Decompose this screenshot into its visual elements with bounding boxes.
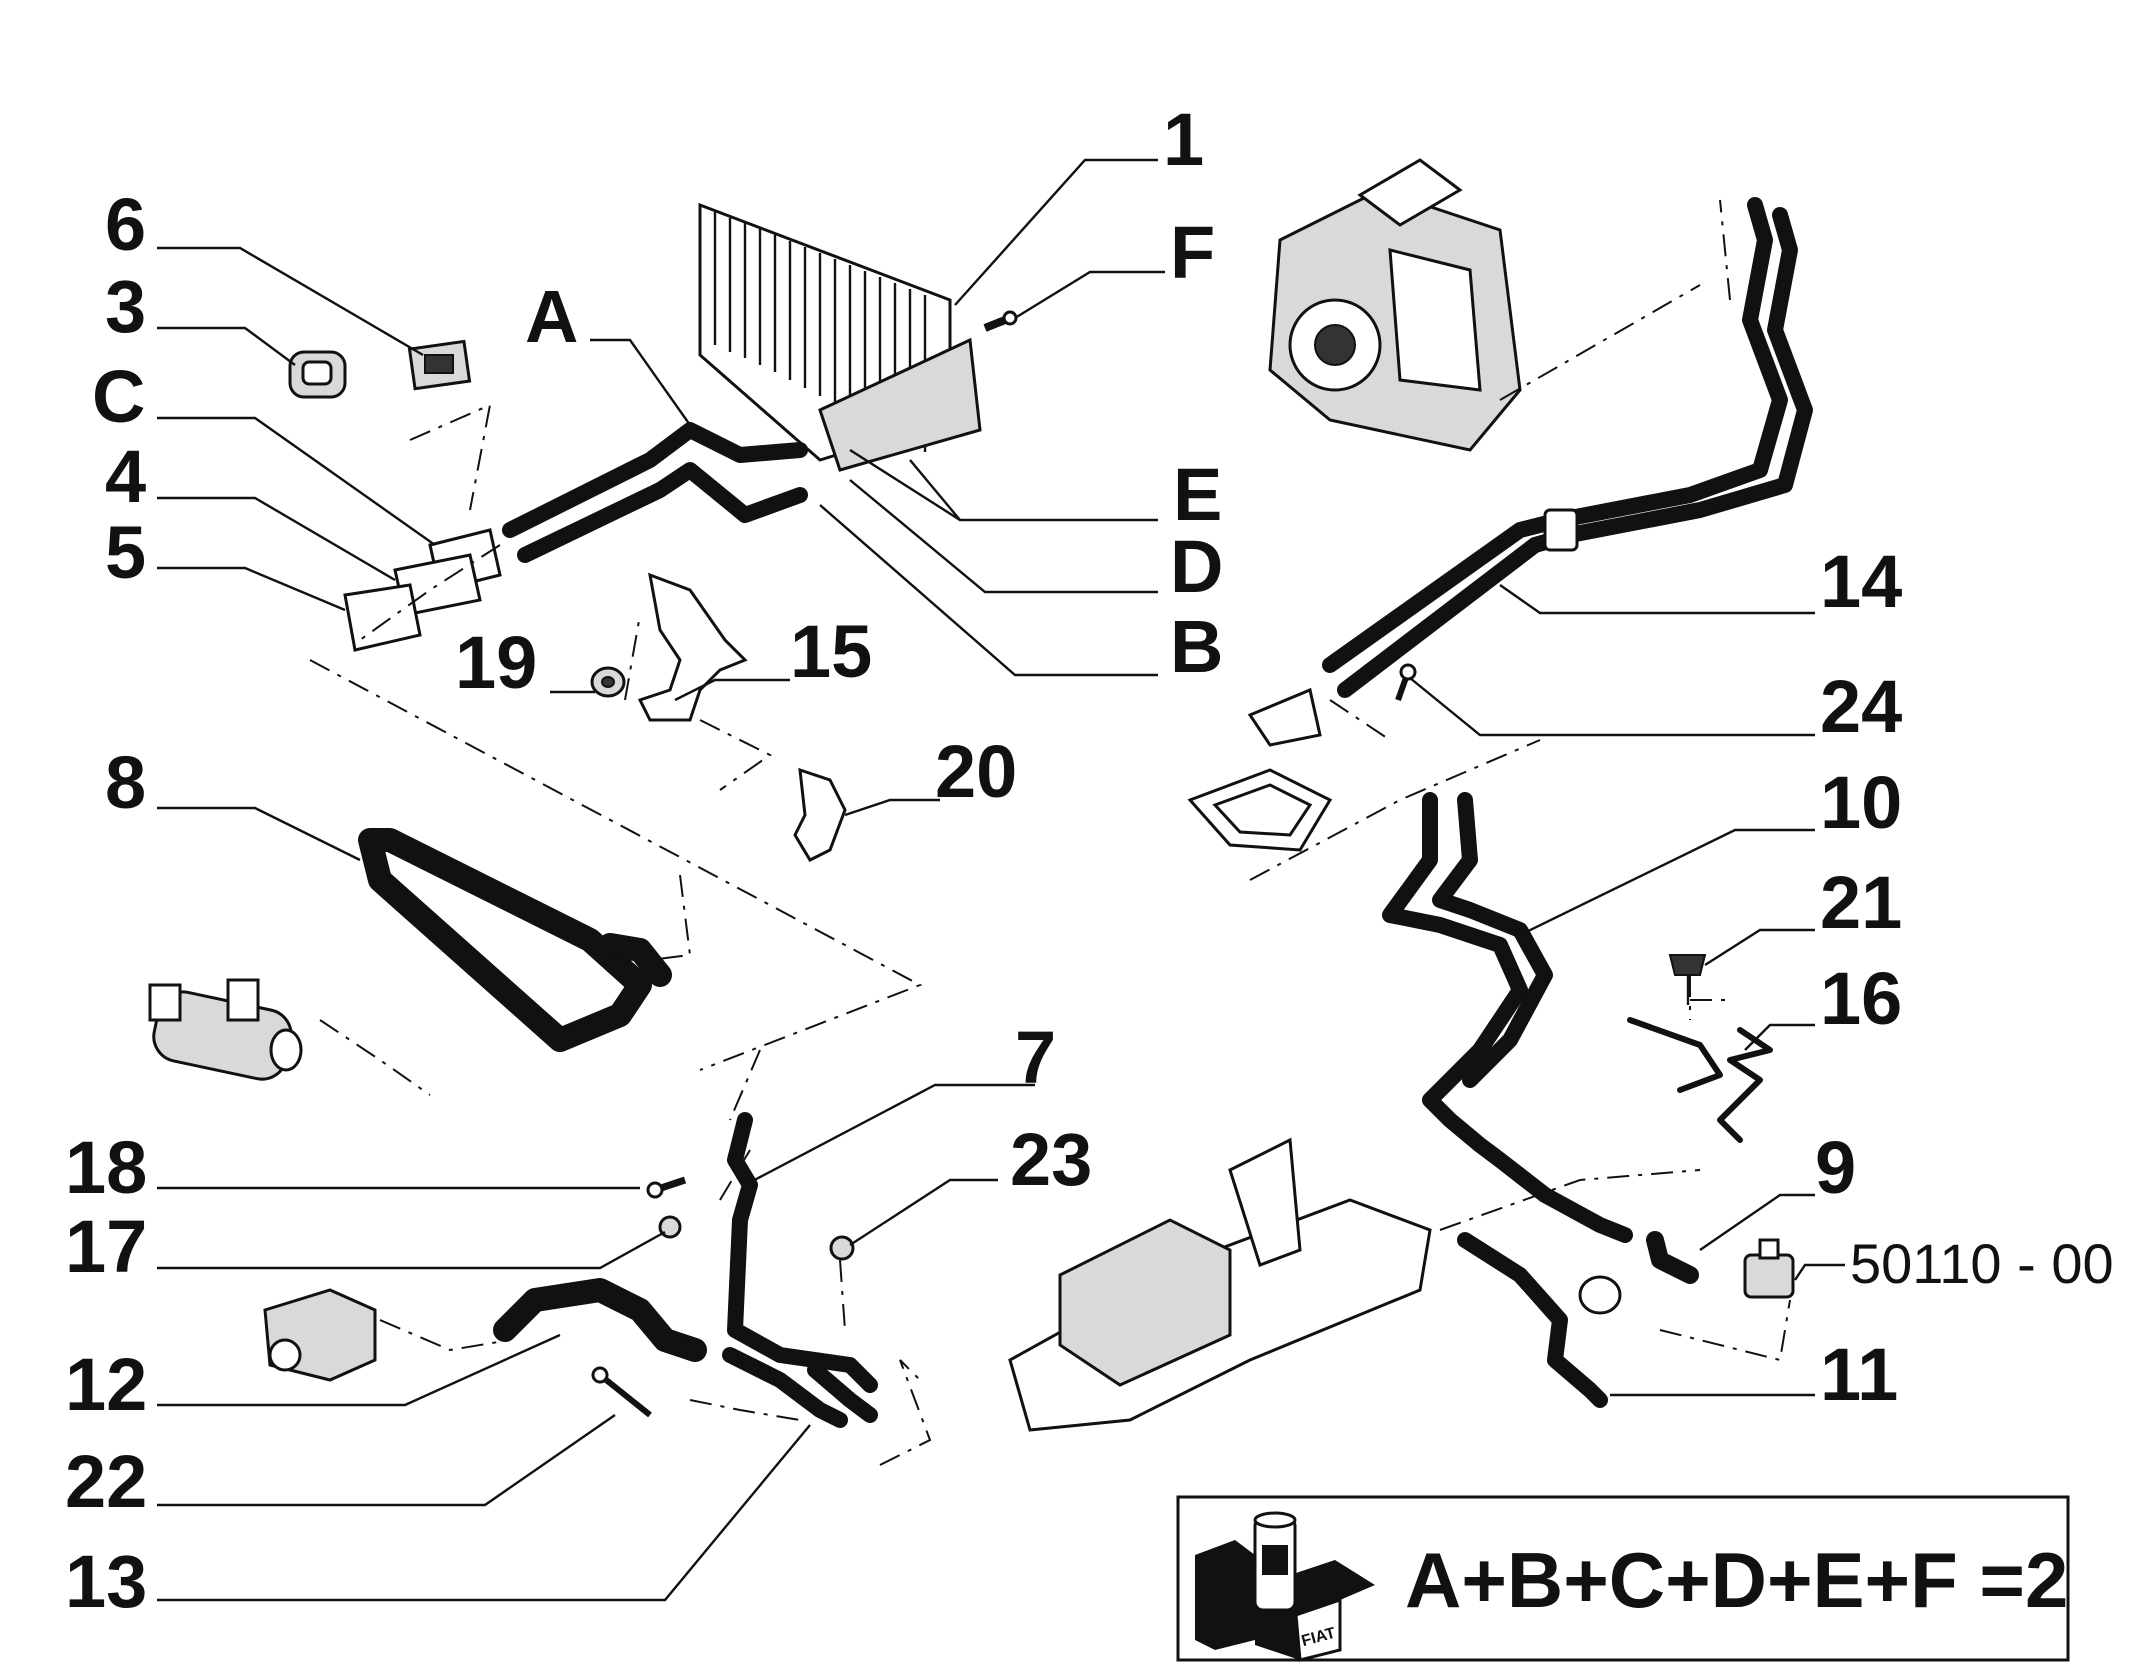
assembly-dash-lines — [309, 199, 1791, 1466]
diagram-code: 50110 - 00 — [1850, 1232, 2114, 1295]
pipe-7-drawing — [727, 1112, 878, 1393]
callout-c: C — [92, 355, 145, 438]
callout-21: 21 — [1820, 861, 1902, 944]
pump-drawing — [148, 978, 303, 1081]
fiat-parts-logo: FIAT — [1195, 1511, 1375, 1662]
callout-a: A — [525, 275, 578, 358]
callout-11: 11 — [1820, 1333, 1898, 1416]
callout-1: 1 — [1163, 98, 1204, 181]
callout-13: 13 — [65, 1540, 147, 1623]
callout-12: 12 — [65, 1343, 147, 1426]
mounting-plate-drawing — [1187, 768, 1333, 852]
pipe-10-drawing — [1382, 792, 1633, 1243]
hose-9-drawing — [1578, 1231, 1699, 1315]
nut-23-drawing — [829, 1235, 855, 1261]
bracket-16-drawing — [1627, 1017, 1773, 1143]
callout-20: 20 — [935, 730, 1017, 813]
callout-22: 22 — [65, 1440, 147, 1523]
screw-24-drawing — [1395, 663, 1417, 702]
callout-10: 10 — [1820, 761, 1902, 844]
grommet-3-drawing — [288, 350, 347, 399]
heater-radiator-drawing — [698, 202, 1011, 472]
hose-11-drawing — [1457, 1232, 1608, 1408]
screw-18-drawing — [646, 1176, 687, 1199]
callout-b: B — [1170, 605, 1223, 688]
control-valve-drawing — [1743, 1238, 1795, 1299]
bracket-15-drawing — [637, 572, 748, 722]
callout-f: F — [1170, 211, 1215, 294]
valve-21-drawing — [1668, 954, 1707, 1005]
thermostat-housing-drawing — [263, 1288, 377, 1382]
callout-19: 19 — [455, 621, 537, 704]
leader-lines — [157, 158, 1845, 1602]
hose-8-drawing — [358, 828, 672, 1052]
hose-12-drawing — [493, 1278, 707, 1362]
callout-16: 16 — [1820, 957, 1902, 1040]
callout-labels: 1 F 6 3 A C 4 5 E D B 14 19 15 24 20 8 1… — [65, 98, 2114, 1623]
callout-14: 14 — [1820, 540, 1902, 623]
grommet-19-drawing — [590, 666, 626, 698]
callout-e: E — [1173, 453, 1222, 536]
screw-f-drawing — [983, 310, 1018, 332]
callout-d: D — [1170, 525, 1223, 608]
callout-15: 15 — [790, 610, 872, 693]
pipes-a-b-drawing — [502, 422, 808, 563]
callout-6: 6 — [105, 183, 146, 266]
callout-8: 8 — [105, 741, 146, 824]
callout-23: 23 — [1010, 1118, 1092, 1201]
callout-9: 9 — [1815, 1126, 1856, 1209]
callout-3: 3 — [105, 265, 146, 348]
clamp-20-drawing — [793, 767, 847, 862]
hvac-unit-drawing — [1268, 158, 1522, 452]
callout-24: 24 — [1820, 665, 1902, 748]
callout-18: 18 — [65, 1126, 147, 1209]
callout-5: 5 — [105, 511, 146, 594]
clip-6-drawing — [407, 339, 472, 391]
formula-text: A+B+C+D+E+F =2 — [1405, 1536, 2068, 1624]
callout-7: 7 — [1015, 1016, 1056, 1099]
callout-17: 17 — [65, 1205, 147, 1288]
pipe-13-drawing — [722, 1347, 878, 1428]
callout-4: 4 — [105, 435, 146, 518]
formula-box: FIAT A+B+C+D+E+F =2 — [1176, 1495, 2070, 1662]
stud-22-drawing — [591, 1366, 652, 1418]
pipe-14-drawing — [1247, 197, 1813, 747]
heater-unit-drawing — [1008, 1137, 1432, 1432]
